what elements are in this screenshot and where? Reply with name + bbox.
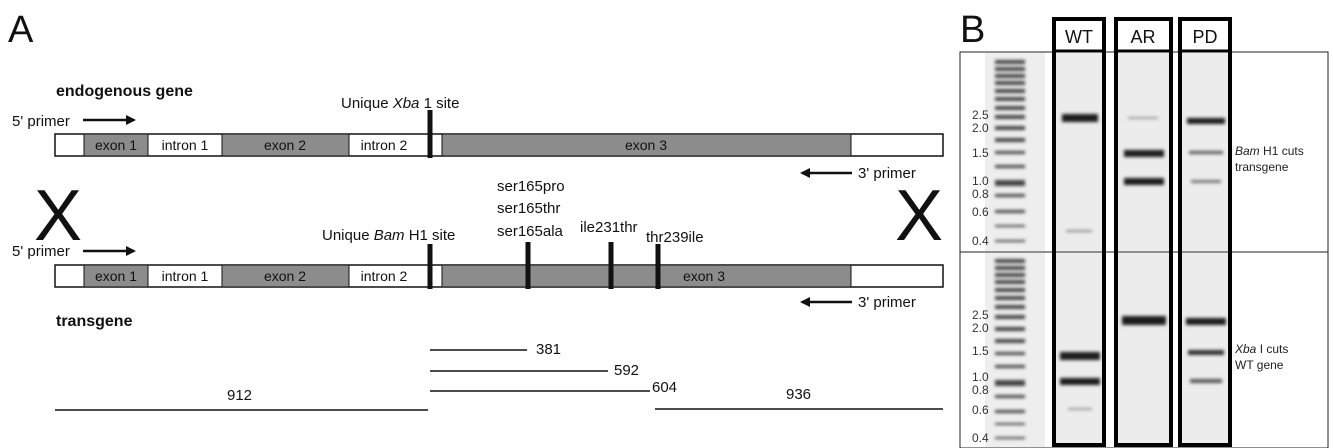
band-pd-top-2 — [1189, 151, 1223, 154]
transgene: ser165pro ser165thr ser165ala ile231thr … — [12, 178, 944, 330]
ladder-bottom-1-5: 1.5 — [972, 344, 989, 358]
ladder-top-0-4: 0.4 — [972, 234, 989, 248]
ladder-top-2-5: 2.5 — [972, 108, 989, 122]
ladder-top-1-5: 1.5 — [972, 146, 989, 160]
lane-title-ar: AR — [1130, 27, 1155, 47]
transgene-exon1-label: exon 1 — [95, 268, 137, 284]
ladder-lane-bottom — [985, 253, 1045, 447]
band-ar-bottom-uncut — [1122, 316, 1166, 325]
transgene-exon2-label: exon 2 — [264, 268, 306, 284]
band-ar-top-2 — [1124, 178, 1164, 185]
band-pd-bottom-1 — [1186, 318, 1226, 325]
transgene-primer3-label: 3' primer — [858, 294, 916, 311]
panel-b-letter: B — [960, 9, 985, 51]
ladder-top-2-0: 2.0 — [972, 121, 989, 135]
band-ar-top-1 — [1124, 150, 1164, 157]
ladder-top-0-8: 0.8 — [972, 187, 989, 201]
ladder-bottom-2-5: 2.5 — [972, 308, 989, 322]
mutation-ile231thr: ile231thr — [580, 219, 638, 236]
exon2-label: exon 2 — [264, 137, 306, 153]
band-wt-bottom-1 — [1060, 352, 1100, 360]
mutation-thr239ile: thr239ile — [646, 229, 704, 246]
band-pd-top-1 — [1187, 118, 1225, 124]
band-pd-top-3 — [1191, 180, 1221, 183]
band-ar-top-faint — [1128, 117, 1158, 119]
fragment-381-label: 381 — [536, 341, 561, 358]
bam-site-label: Unique Bam H1 site — [322, 227, 455, 244]
exon3-label: exon 3 — [625, 137, 667, 153]
fragment-604-label: 604 — [652, 379, 677, 396]
top-note-line2: transgene — [1235, 160, 1289, 174]
panel-a: A endogenous gene Unique Xba 1 site 5' p… — [8, 9, 944, 411]
transgene-exon3-block — [441, 264, 852, 288]
band-wt-bottom-2 — [1060, 378, 1100, 385]
lane-frame-ar — [1114, 17, 1173, 447]
intron2-label: intron 2 — [361, 137, 408, 153]
lane-title-wt: WT — [1065, 27, 1093, 47]
sample-bands-top — [1062, 114, 1225, 232]
band-wt-top-uncut — [1062, 114, 1098, 122]
lane-wt-top — [1056, 53, 1102, 251]
xba-site-label: Unique Xba 1 site — [341, 95, 459, 112]
ladder-bottom-0-8: 0.8 — [972, 383, 989, 397]
fragment-lines: 381 592 604 912 936 — [55, 341, 943, 411]
lane-ar-bottom — [1118, 253, 1169, 447]
cross-mark-right: X — [895, 176, 943, 256]
fragment-592-label: 592 — [614, 362, 639, 379]
exon1-block — [83, 133, 149, 157]
lane-wt-bottom — [1056, 253, 1102, 447]
primer5-label: 5' primer — [12, 113, 70, 130]
ladder-bottom-2-0: 2.0 — [972, 321, 989, 335]
exon2-block — [221, 133, 350, 157]
bottom-note-line1: Xba I cuts — [1234, 342, 1288, 356]
fragment-912-label: 912 — [227, 387, 252, 404]
mutation-ser165pro: ser165pro — [497, 178, 565, 195]
band-wt-bottom-faint — [1068, 408, 1092, 410]
transgene-intron1-label: intron 1 — [162, 268, 209, 284]
ladder-labels-bottom: 2.5 2.0 1.5 1.0 0.8 0.6 0.4 — [972, 308, 989, 445]
lane-title-pd: PD — [1192, 27, 1217, 47]
ladder-bottom-0-4: 0.4 — [972, 431, 989, 445]
ladder-bands-top — [995, 60, 1025, 242]
ladder-labels-top: 2.5 2.0 1.5 1.0 0.8 0.6 0.4 — [972, 108, 989, 248]
primer3-label: 3' primer — [858, 165, 916, 182]
band-pd-bottom-2 — [1188, 350, 1224, 355]
ladder-bands-bottom — [995, 259, 1025, 439]
ladder-bottom-0-6: 0.6 — [972, 403, 989, 417]
ladder-top-0-6: 0.6 — [972, 205, 989, 219]
bottom-note-line2: WT gene — [1235, 358, 1284, 372]
ladder-bottom-1-0: 1.0 — [972, 370, 989, 384]
transgene-exon1-block — [83, 264, 149, 288]
exon1-label: exon 1 — [95, 137, 137, 153]
lane-frame-pd — [1178, 17, 1232, 447]
mutation-ser165ala: ser165ala — [497, 223, 564, 240]
band-pd-bottom-3 — [1190, 379, 1222, 383]
transgene-exon2-block — [221, 264, 350, 288]
mutation-ser165thr: ser165thr — [497, 200, 560, 217]
panel-a-letter: A — [8, 9, 34, 51]
transgene-primer5-label: 5' primer — [12, 243, 70, 260]
endogenous-gene: endogenous gene Unique Xba 1 site 5' pri… — [12, 83, 944, 182]
ladder-top-1-0: 1.0 — [972, 174, 989, 188]
sample-bands-bottom — [1060, 316, 1226, 410]
transgene-intron2-label: intron 2 — [361, 268, 408, 284]
fragment-936-label: 936 — [786, 386, 811, 403]
intron1-label: intron 1 — [162, 137, 209, 153]
top-note-line1: Bam H1 cuts — [1235, 144, 1304, 158]
cross-mark-left: X — [34, 176, 82, 256]
exon3-block — [441, 133, 852, 157]
endogenous-title: endogenous gene — [56, 83, 193, 100]
transgene-exon3-label: exon 3 — [683, 268, 725, 284]
panel-b: B — [959, 9, 1329, 448]
band-wt-top-faint — [1066, 230, 1092, 232]
lane-frame-wt — [1052, 17, 1106, 447]
transgene-title: transgene — [56, 313, 133, 330]
